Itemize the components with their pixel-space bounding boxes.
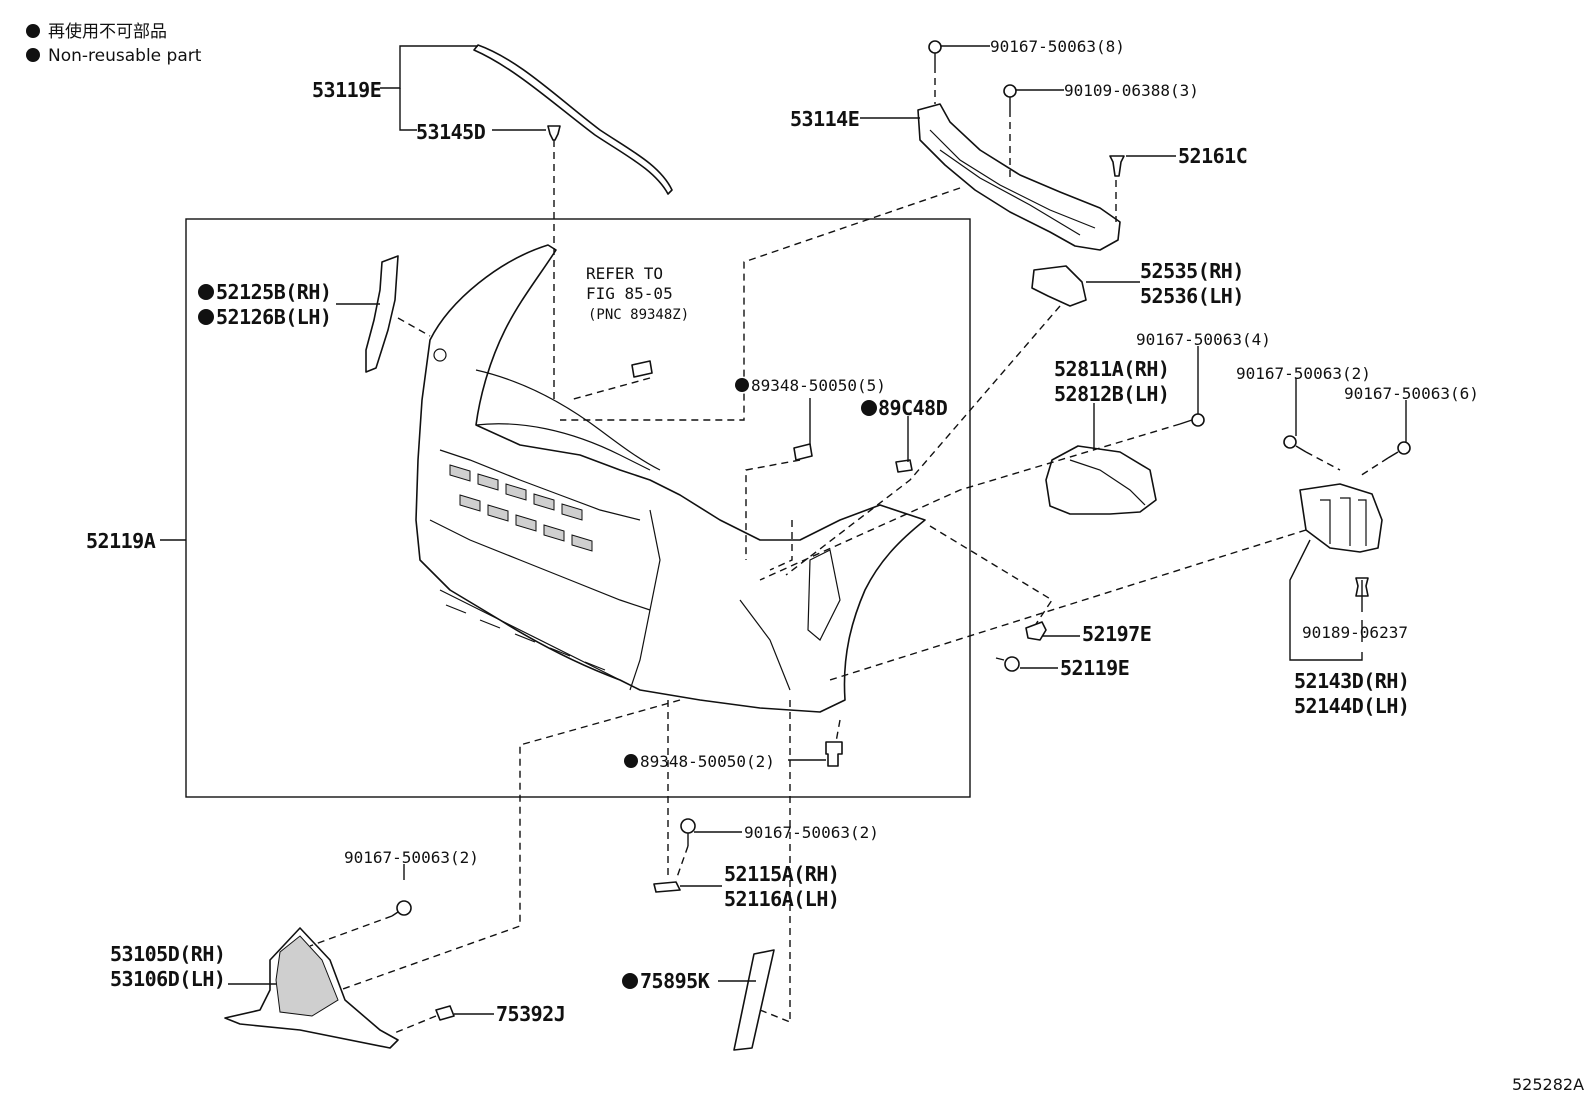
strip-75895k bbox=[733, 949, 775, 1051]
screw-icon bbox=[1283, 435, 1307, 453]
clip-icon bbox=[1109, 155, 1125, 177]
non-reusable-bullet-icon bbox=[198, 284, 214, 300]
legend-line-1: 再使用不可部品 bbox=[48, 21, 167, 42]
part-label-52811a-rh[interactable]: 52811A(RH) bbox=[1054, 357, 1170, 381]
part-label-52535-rh[interactable]: 52535(RH) bbox=[1140, 259, 1244, 283]
part-label-52536-lh[interactable]: 52536(LH) bbox=[1140, 284, 1244, 308]
upper-strip-53119e bbox=[473, 44, 673, 195]
part-label-53119e[interactable]: 53119E bbox=[312, 78, 382, 102]
part-label-52115a-rh[interactable]: 52115A(RH) bbox=[724, 862, 840, 886]
screw-icon bbox=[995, 656, 1020, 672]
clip-89348-50050-lower bbox=[825, 741, 843, 767]
screw-icon bbox=[928, 40, 942, 66]
bracket-52811a bbox=[1045, 445, 1157, 515]
legend-bullet-icon bbox=[26, 48, 40, 62]
part-label-52126b-lh[interactable]: 52126B(LH) bbox=[216, 305, 332, 329]
part-label-53106d-lh[interactable]: 53106D(LH) bbox=[110, 967, 226, 991]
bracket-rib bbox=[1069, 459, 1146, 506]
part-label-90167-50063-2c[interactable]: 90167-50063(2) bbox=[344, 848, 479, 867]
refer-note: REFER TO FIG 85-05 (PNC 89348Z) bbox=[586, 264, 689, 323]
non-reusable-bullet-icon bbox=[624, 754, 638, 768]
screw-icon bbox=[1179, 413, 1205, 427]
part-label-52197e[interactable]: 52197E bbox=[1082, 622, 1152, 646]
screw-icon bbox=[680, 818, 696, 846]
screw-icon bbox=[1003, 84, 1017, 110]
part-label-53105d-rh[interactable]: 53105D(RH) bbox=[110, 942, 226, 966]
part-label-90167-50063-4[interactable]: 90167-50063(4) bbox=[1136, 330, 1271, 349]
part-label-90167-50063-6[interactable]: 90167-50063(6) bbox=[1344, 384, 1479, 403]
clip-52197e bbox=[1025, 621, 1047, 641]
bracket-rib bbox=[939, 149, 1081, 236]
dashed-guide-lines bbox=[309, 66, 1389, 1035]
legend: 再使用不可部品 Non-reusable part bbox=[26, 21, 202, 66]
side-strip-52125b bbox=[365, 255, 399, 373]
part-label-52125b-rh[interactable]: 52125B(RH) bbox=[216, 280, 332, 304]
part-labels: 53119E 53145D 90167-50063(8) 90109-06388… bbox=[86, 37, 1479, 1026]
clip-89348z bbox=[631, 360, 653, 378]
part-label-75895k[interactable]: 75895K bbox=[640, 969, 710, 993]
part-label-75392j[interactable]: 75392J bbox=[496, 1002, 566, 1026]
assembly-frame bbox=[185, 218, 971, 798]
front-bumper-52119a bbox=[415, 244, 926, 713]
refer-line-1: REFER TO bbox=[586, 264, 663, 283]
non-reusable-bullet-icon bbox=[198, 309, 214, 325]
part-label-53145d[interactable]: 53145D bbox=[416, 120, 486, 144]
clip-53145d bbox=[547, 125, 561, 141]
non-reusable-bullet-icon bbox=[861, 400, 877, 416]
legend-bullet-icon bbox=[26, 24, 40, 38]
bracket-53114e bbox=[917, 103, 1121, 251]
bracket-rib bbox=[1320, 497, 1367, 546]
bracket-52143d bbox=[1299, 483, 1383, 553]
screw-icon bbox=[1387, 441, 1411, 459]
part-label-52812b-lh[interactable]: 52812B(LH) bbox=[1054, 382, 1170, 406]
part-label-52119a[interactable]: 52119A bbox=[86, 529, 156, 553]
part-label-52116a-lh[interactable]: 52116A(LH) bbox=[724, 887, 840, 911]
clip-89c48d bbox=[895, 459, 913, 473]
part-label-89348-50050-2[interactable]: 89348-50050(2) bbox=[640, 752, 775, 771]
grille-mesh bbox=[275, 935, 339, 1017]
part-label-52119e[interactable]: 52119E bbox=[1060, 656, 1130, 680]
figure-id: 525282A bbox=[1512, 1075, 1584, 1094]
part-label-90167-50063-8[interactable]: 90167-50063(8) bbox=[990, 37, 1125, 56]
leader-lines bbox=[160, 45, 1407, 1015]
refer-line-3: (PNC 89348Z) bbox=[588, 307, 689, 323]
refer-line-2: FIG 85-05 bbox=[586, 284, 673, 303]
bracket-52535 bbox=[1031, 265, 1087, 307]
part-label-90189-06237[interactable]: 90189-06237 bbox=[1302, 623, 1408, 642]
legend-line-2: Non-reusable part bbox=[48, 46, 202, 66]
part-label-89c48d[interactable]: 89C48D bbox=[878, 396, 948, 420]
part-label-53114e[interactable]: 53114E bbox=[790, 107, 860, 131]
part-label-90167-50063-2b[interactable]: 90167-50063(2) bbox=[744, 823, 879, 842]
part-label-52161c[interactable]: 52161C bbox=[1178, 144, 1248, 168]
part-label-89348-50050-5[interactable]: 89348-50050(5) bbox=[751, 376, 886, 395]
clip-89348-50050 bbox=[793, 443, 813, 461]
clip-icon bbox=[435, 1005, 455, 1021]
screw-icon bbox=[391, 900, 412, 917]
part-label-90109-06388-3[interactable]: 90109-06388(3) bbox=[1064, 81, 1199, 100]
non-reusable-bullet-icon bbox=[622, 973, 638, 989]
bracket-rib bbox=[929, 129, 1096, 229]
part-label-52144d-lh[interactable]: 52144D(LH) bbox=[1294, 694, 1410, 718]
part-label-90167-50063-2a[interactable]: 90167-50063(2) bbox=[1236, 364, 1371, 383]
non-reusable-bullet-icon bbox=[735, 378, 749, 392]
clip-52115a bbox=[653, 881, 681, 893]
part-label-52143d-rh[interactable]: 52143D(RH) bbox=[1294, 669, 1410, 693]
